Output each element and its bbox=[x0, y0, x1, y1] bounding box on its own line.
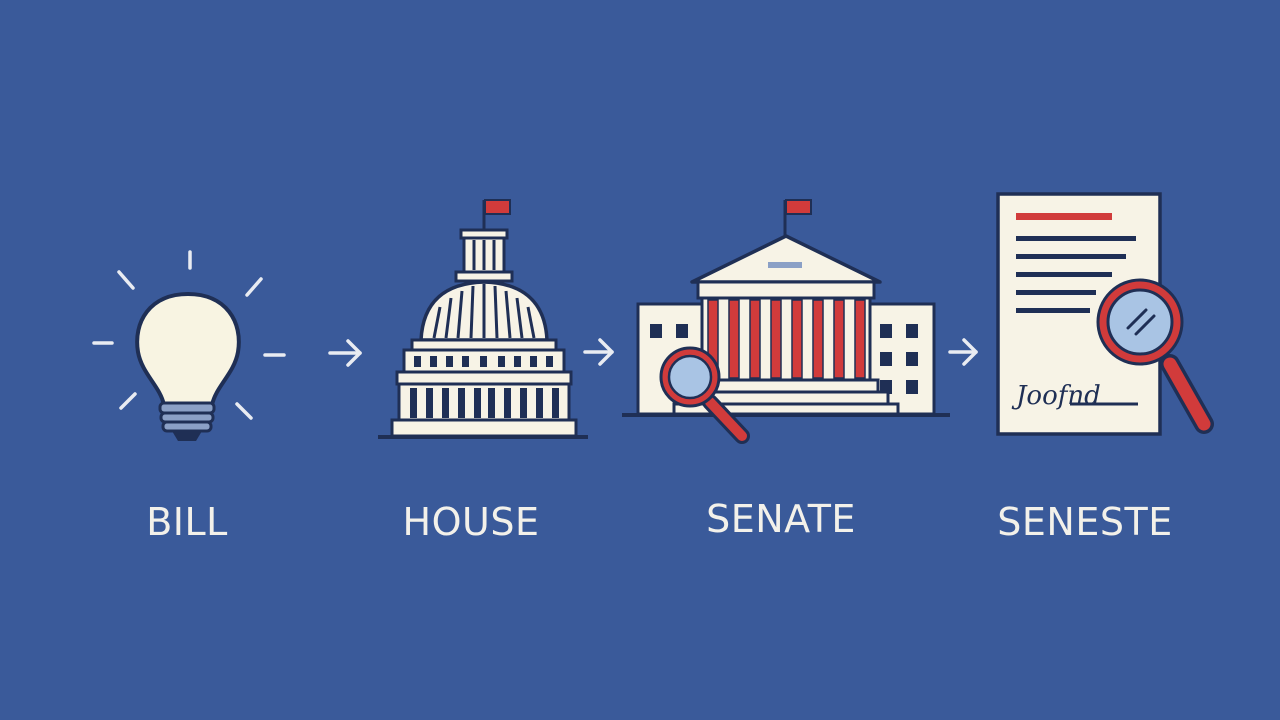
step-label-senate: SENATE bbox=[706, 497, 856, 541]
step-label-bill: BILL bbox=[146, 500, 228, 544]
magnifier-icon bbox=[1096, 278, 1214, 434]
document-text-lines bbox=[1016, 236, 1136, 313]
signed-document-magnifier-icon: Joofnd bbox=[996, 192, 1214, 436]
step-label-seneste: SENESTE bbox=[997, 500, 1173, 544]
senate-building-magnifier-icon bbox=[622, 199, 950, 444]
step-label-house: HOUSE bbox=[402, 500, 540, 544]
dome-ribs bbox=[432, 284, 536, 339]
capitol-dome-icon bbox=[378, 199, 588, 439]
light-rays bbox=[92, 250, 286, 420]
lightbulb-icon bbox=[92, 250, 286, 441]
arrow-right-icon bbox=[948, 338, 978, 366]
arrow-right-icon bbox=[328, 339, 362, 367]
arrow-right-icon bbox=[583, 338, 614, 366]
magnifier-icon bbox=[659, 346, 750, 444]
signature: Joofnd bbox=[1011, 381, 1101, 411]
